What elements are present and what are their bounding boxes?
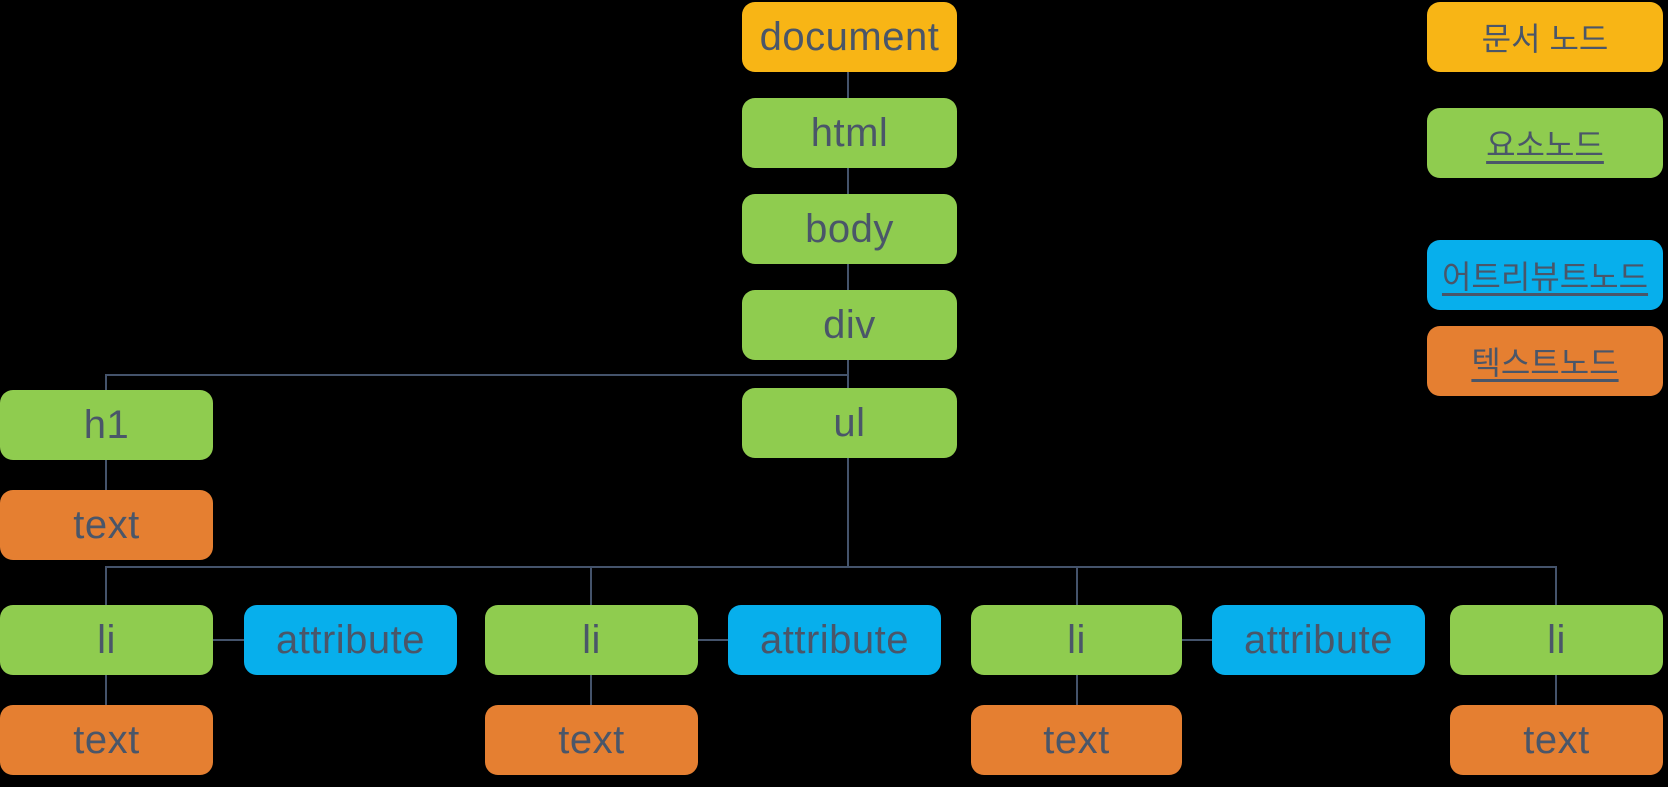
- tree-node-li-4: li: [1450, 605, 1663, 675]
- connector-li4-text: [1555, 675, 1557, 705]
- connector-ul-children-horizontal: [105, 566, 1557, 568]
- tree-node-html: html: [742, 98, 957, 168]
- connector-div-ul: [847, 360, 849, 388]
- tree-node-h1: h1: [0, 390, 213, 460]
- connector-html-body: [847, 168, 849, 194]
- tree-node-document: document: [742, 2, 957, 72]
- connector-div-h1-horizontal: [105, 374, 848, 376]
- tree-node-body: body: [742, 194, 957, 264]
- legend-item-attribute-node: 어트리뷰트노드: [1427, 240, 1663, 310]
- tree-node-li-text-4: text: [1450, 705, 1663, 775]
- connector-li3-text: [1076, 675, 1078, 705]
- tree-node-h1-text: text: [0, 490, 213, 560]
- legend-item-element-node: 요소노드: [1427, 108, 1663, 178]
- tree-node-li-3: li: [971, 605, 1182, 675]
- connector-branch-li-2: [590, 566, 592, 605]
- legend-item-element-node-label: 요소노드: [1486, 127, 1604, 163]
- connector-li2-attribute2: [698, 639, 728, 641]
- connector-li1-text: [105, 675, 107, 705]
- legend-item-document-node: 문서 노드: [1427, 2, 1663, 72]
- connector-li2-text: [590, 675, 592, 705]
- legend-item-text-node-label: 텍스트노드: [1471, 345, 1619, 381]
- connector-h1-text: [105, 460, 107, 490]
- tree-node-li-text-2: text: [485, 705, 698, 775]
- connector-branch-li-3: [1076, 566, 1078, 605]
- tree-node-li-1: li: [0, 605, 213, 675]
- tree-node-attribute-1: attribute: [244, 605, 457, 675]
- tree-node-div: div: [742, 290, 957, 360]
- connector-body-div: [847, 264, 849, 290]
- connector-li1-attribute1: [213, 639, 244, 641]
- tree-node-li-text-1: text: [0, 705, 213, 775]
- tree-node-attribute-2: attribute: [728, 605, 941, 675]
- connector-div-h1-drop: [105, 374, 107, 390]
- tree-node-li-2: li: [485, 605, 698, 675]
- connector-branch-li-1: [105, 566, 107, 605]
- connector-ul-branch: [847, 458, 849, 568]
- tree-node-attribute-3: attribute: [1212, 605, 1425, 675]
- legend-item-attribute-node-label: 어트리뷰트노드: [1441, 259, 1649, 295]
- tree-node-li-text-3: text: [971, 705, 1182, 775]
- connector-li3-attribute3: [1182, 639, 1212, 641]
- connector-document-html: [847, 72, 849, 98]
- tree-node-ul: ul: [742, 388, 957, 458]
- connector-branch-li-4: [1555, 566, 1557, 605]
- legend-item-text-node: 텍스트노드: [1427, 326, 1663, 396]
